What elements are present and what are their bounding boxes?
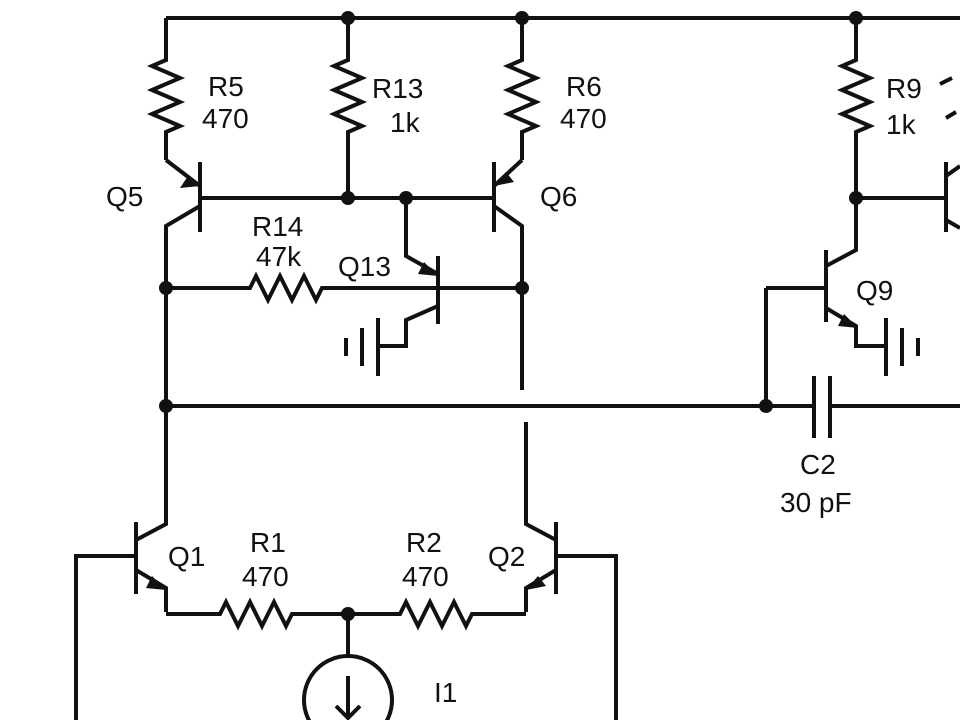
resistor-r6: R6 470 [502, 18, 607, 160]
r14-ref: R14 [252, 211, 303, 242]
r6-value: 470 [560, 103, 607, 134]
ground-icon [344, 318, 380, 376]
resistor-r14: R14 47k [166, 211, 522, 305]
r1-value: 470 [242, 561, 289, 592]
r1-ref: R1 [250, 527, 286, 558]
junction-dot [159, 281, 173, 295]
transistor-partial-right [856, 76, 960, 232]
resistor-r5: R5 470 [146, 18, 249, 160]
emitter-arrow-icon [838, 314, 858, 328]
i1-ref: I1 [434, 677, 457, 708]
resistor-r9: R9 1k [836, 18, 922, 198]
junction-dot [759, 399, 773, 413]
q2-ref: Q2 [488, 541, 525, 572]
transistor-q9: Q9 [766, 198, 893, 348]
top-rail [166, 11, 960, 25]
capacitor-c2: C2 30 pF [166, 288, 960, 518]
transistor-q6: Q6 [492, 158, 577, 390]
emitter-arrow-icon [494, 172, 514, 186]
emitter-arrow-icon [146, 576, 166, 590]
transistor-q1: Q1 [74, 406, 205, 720]
r13-value: 1k [390, 107, 421, 138]
c2-value: 30 pF [780, 487, 852, 518]
r5-value: 470 [202, 103, 249, 134]
r2-ref: R2 [406, 527, 442, 558]
r2-value: 470 [402, 561, 449, 592]
junction-dot [341, 191, 355, 205]
resistor-r2: R2 470 [348, 527, 526, 631]
q6-ref: Q6 [540, 181, 577, 212]
r6-ref: R6 [566, 71, 602, 102]
resistor-r1: R1 470 [166, 527, 348, 631]
r5-ref: R5 [208, 71, 244, 102]
junction-dot [849, 191, 863, 205]
r9-value: 1k [886, 109, 917, 140]
q13-ref: Q13 [338, 251, 391, 282]
ground-icon [884, 318, 920, 376]
r9-ref: R9 [886, 73, 922, 104]
transistor-q5: Q5 [106, 158, 202, 406]
r13-ref: R13 [372, 73, 423, 104]
q1-ref: Q1 [168, 541, 205, 572]
c2-ref: C2 [800, 449, 836, 480]
q9-ref: Q9 [856, 275, 893, 306]
current-source-i1: I1 [302, 614, 457, 720]
q5-ref: Q5 [106, 181, 143, 212]
r14-value: 47k [256, 241, 302, 272]
transistor-q2: Q2 [488, 422, 618, 720]
emitter-arrow-icon [526, 576, 546, 590]
junction-dot [515, 281, 529, 295]
emitter-arrow-icon [418, 262, 438, 276]
emitter-arrow-icon [180, 176, 200, 188]
resistor-r13: R13 1k [328, 18, 423, 198]
transistor-q13: Q13 [338, 198, 440, 348]
